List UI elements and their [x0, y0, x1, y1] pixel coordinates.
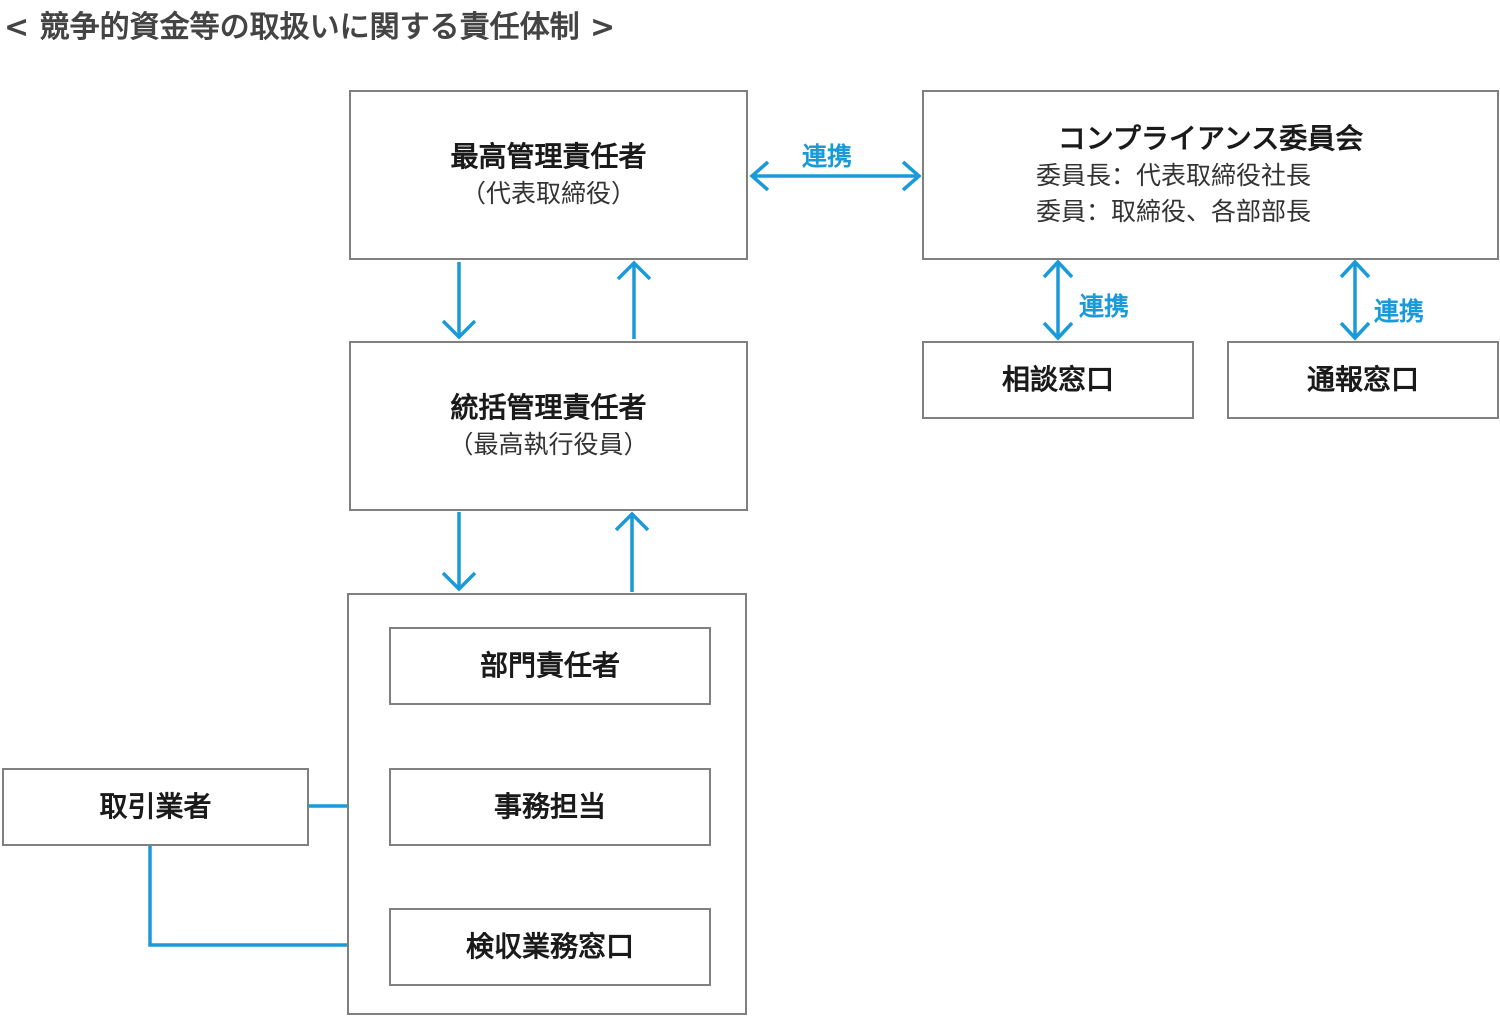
- node-vendor: 取引業者: [2, 768, 309, 846]
- diagram-title: < 競争的資金等の取扱いに関する責任体制 >: [4, 10, 616, 45]
- node-general-manager: 統括管理責任者 （最高執行役員）: [349, 341, 748, 511]
- node-consultation-desk-name: 相談窓口: [1001, 363, 1114, 397]
- link-label-supreme-compliance: 連携: [802, 142, 853, 171]
- link-label-compliance-report: 連携: [1374, 297, 1425, 326]
- arrow-compliance-consult: [1042, 259, 1074, 341]
- node-compliance-committee: コンプライアンス委員会 委員長：代表取締役社長 委員：取締役、各部部長: [922, 90, 1499, 260]
- arrow-supreme-to-general: [441, 262, 477, 340]
- node-supreme-manager: 最高管理責任者 （代表取締役）: [349, 90, 748, 260]
- node-report-desk-name: 通報窓口: [1306, 363, 1419, 397]
- arrow-group-to-general: [614, 511, 650, 592]
- node-vendor-name: 取引業者: [99, 790, 212, 824]
- line-vendor-inspection: [148, 845, 389, 947]
- node-general-manager-role: （最高執行役員）: [448, 429, 649, 459]
- node-office-staff-name: 事務担当: [493, 790, 606, 824]
- node-department-head: 部門責任者: [389, 627, 711, 705]
- arrow-compliance-report: [1339, 259, 1371, 341]
- node-compliance-committee-name: コンプライアンス委員会: [1057, 121, 1364, 155]
- node-supreme-manager-role: （代表取締役）: [460, 178, 636, 208]
- arrow-supreme-compliance: [749, 160, 922, 192]
- node-general-manager-name: 統括管理責任者: [450, 390, 647, 424]
- node-consultation-desk: 相談窓口: [922, 341, 1194, 419]
- node-compliance-committee-chair: 委員長：代表取締役社長: [1036, 160, 1312, 190]
- node-supreme-manager-name: 最高管理責任者: [450, 139, 647, 173]
- node-compliance-committee-members: 委員：取締役、各部部長: [1036, 196, 1312, 226]
- link-label-compliance-consult: 連携: [1079, 292, 1130, 321]
- node-report-desk: 通報窓口: [1227, 341, 1499, 419]
- node-department-head-name: 部門責任者: [479, 649, 620, 683]
- arrow-general-to-supreme: [616, 260, 652, 339]
- node-inspection-desk: 検収業務窓口: [389, 908, 711, 986]
- node-inspection-desk-name: 検収業務窓口: [465, 930, 634, 964]
- arrow-general-to-group: [441, 512, 477, 592]
- node-office-staff: 事務担当: [389, 768, 711, 846]
